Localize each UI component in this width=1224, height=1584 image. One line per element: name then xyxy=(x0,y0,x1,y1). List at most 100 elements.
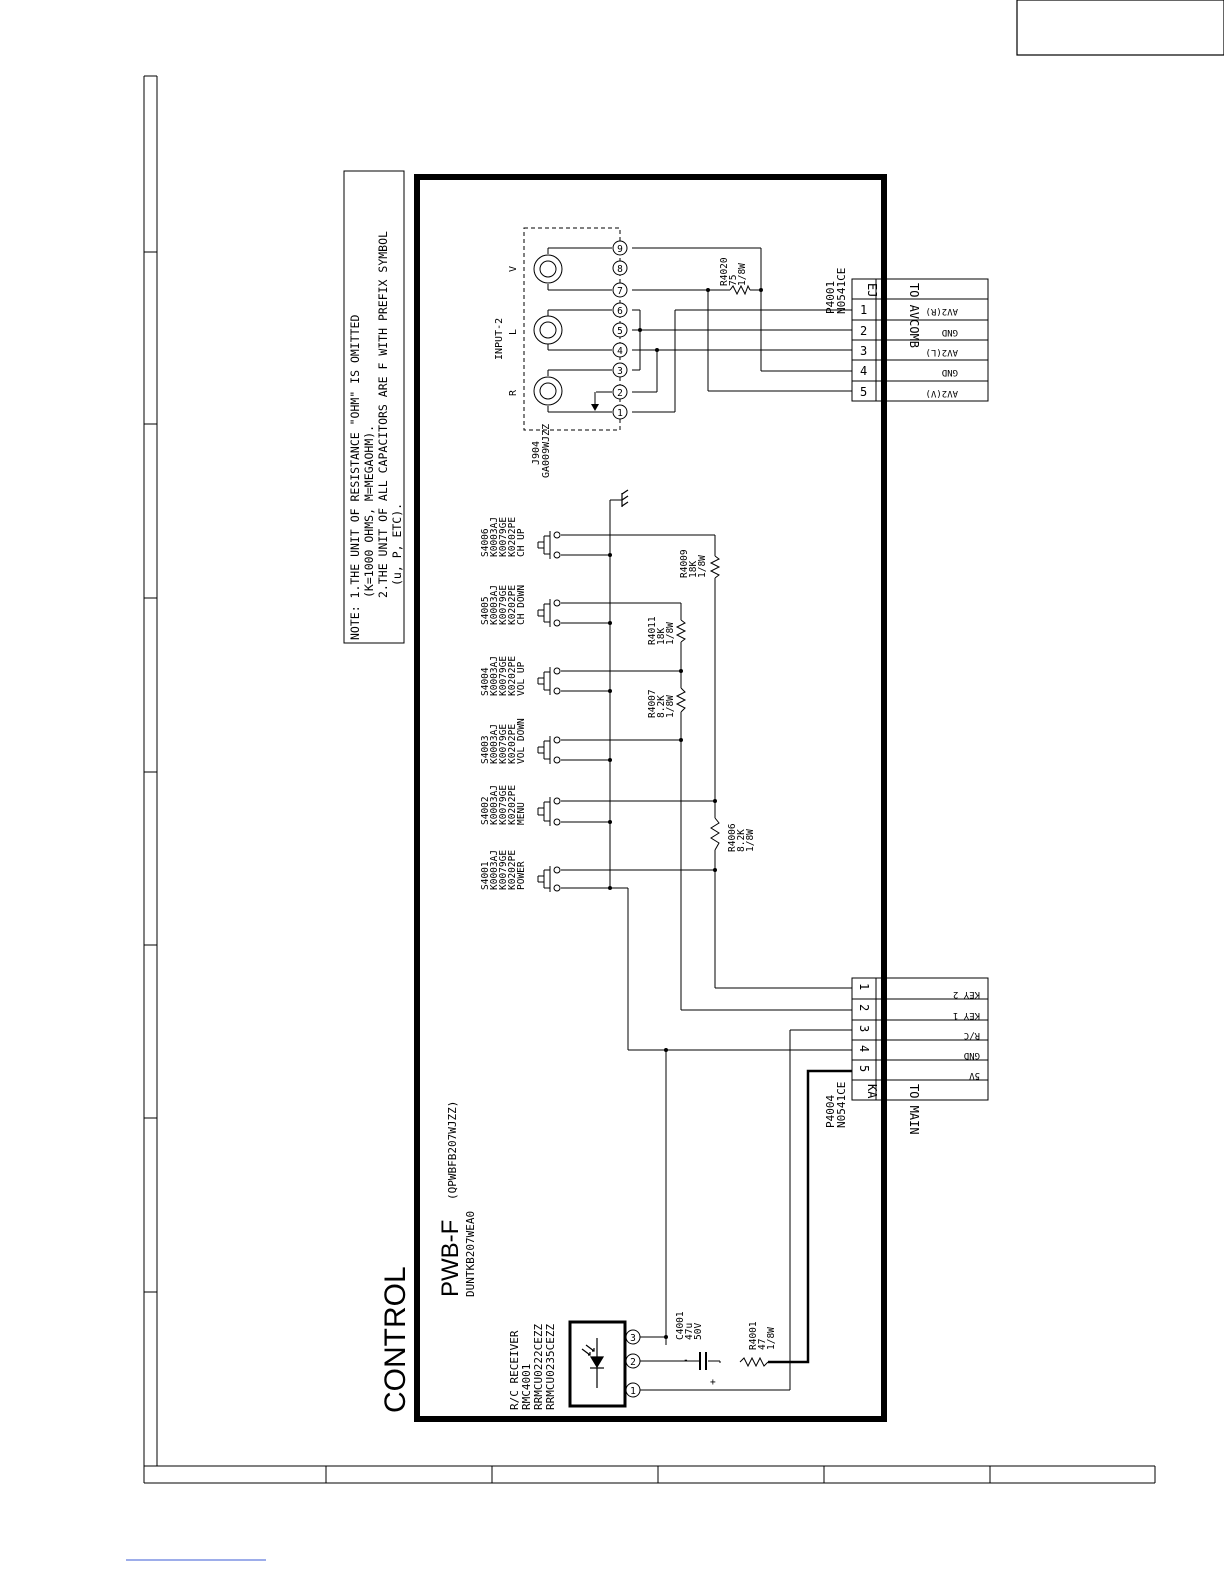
svg-text:GND: GND xyxy=(942,367,958,377)
svg-text:5: 5 xyxy=(617,326,623,337)
svg-text:RRMCU0222CEZZ: RRMCU0222CEZZ xyxy=(532,1324,545,1410)
capacitor-c4001 xyxy=(699,1352,707,1370)
rc-pin-3: 3 xyxy=(630,1333,636,1344)
svg-text:50V: 50V xyxy=(693,1323,704,1340)
svg-text:CH UP: CH UP xyxy=(516,528,527,557)
svg-text:3: 3 xyxy=(860,344,867,358)
svg-text:R4011: R4011 xyxy=(647,616,658,645)
svg-text:K0003AJ: K0003AJ xyxy=(489,724,500,764)
rc-receiver-pins xyxy=(625,1329,641,1398)
jack-rca-sockets xyxy=(533,254,563,406)
svg-text:S4006: S4006 xyxy=(480,528,491,557)
svg-text:INPUT-2: INPUT-2 xyxy=(494,318,505,360)
svg-text:-: - xyxy=(683,1355,689,1366)
wiring xyxy=(547,247,852,1391)
svg-text:K0003AJ: K0003AJ xyxy=(489,517,500,557)
svg-text:AV2(R): AV2(R) xyxy=(925,306,958,316)
svg-text:5V: 5V xyxy=(969,1070,980,1080)
svg-text:KA: KA xyxy=(865,1084,879,1099)
trace-5v xyxy=(768,1069,852,1364)
junctions xyxy=(608,288,763,1339)
svg-text:8.2K: 8.2K xyxy=(736,829,747,852)
board-unit: DUNTKB207WEA0 xyxy=(464,1211,477,1297)
resistor-r4001 xyxy=(739,1356,769,1368)
svg-text:75: 75 xyxy=(728,275,739,286)
jack-labels: INPUT-2 R L V J904 GA009WJZZ xyxy=(494,266,552,478)
svg-text:K0079GE: K0079GE xyxy=(498,517,509,557)
svg-text:P4004: P4004 xyxy=(824,1095,837,1128)
svg-text:KEY 2: KEY 2 xyxy=(953,989,980,999)
svg-text:K0003AJ: K0003AJ xyxy=(489,850,500,890)
svg-text:KEY 1: KEY 1 xyxy=(953,1010,980,1020)
svg-text:8: 8 xyxy=(617,264,623,275)
svg-text:4: 4 xyxy=(860,364,867,378)
svg-text:TO MAIN: TO MAIN xyxy=(907,1084,921,1135)
board-part: (QPWBFB207WJZZ) xyxy=(446,1101,459,1200)
svg-text:5: 5 xyxy=(860,385,867,399)
svg-text:R: R xyxy=(508,389,519,396)
svg-text:6: 6 xyxy=(617,306,623,317)
svg-text:K0003AJ: K0003AJ xyxy=(489,785,500,825)
svg-text:1: 1 xyxy=(617,408,623,419)
svg-text:VOL UP: VOL UP xyxy=(516,661,527,696)
svg-text:GA009WJZZ: GA009WJZZ xyxy=(541,424,552,478)
svg-text:R4020: R4020 xyxy=(719,257,730,286)
svg-text:47u: 47u xyxy=(684,1323,695,1340)
svg-text:4: 4 xyxy=(857,1045,871,1052)
svg-text:GND: GND xyxy=(964,1050,980,1060)
resistor-r4011 xyxy=(675,619,687,643)
note-line-2: (K=1000 OHMS, M=MEGAOHM). xyxy=(362,425,376,598)
svg-text:1: 1 xyxy=(857,983,871,990)
switch-s4001 xyxy=(537,866,561,892)
svg-text:K0202PE: K0202PE xyxy=(507,785,518,825)
svg-text:RRMCU0235CEZZ: RRMCU0235CEZZ xyxy=(544,1324,557,1410)
svg-text:P4001: P4001 xyxy=(824,281,837,314)
svg-text:K0079GE: K0079GE xyxy=(498,585,509,625)
svg-text:K0079GE: K0079GE xyxy=(498,850,509,890)
svg-text:R4001: R4001 xyxy=(748,1321,759,1350)
svg-text:CH DOWN: CH DOWN xyxy=(516,585,527,625)
svg-text:S4005: S4005 xyxy=(480,596,491,625)
rc-receiver-body xyxy=(568,1320,627,1408)
svg-text:8.2K: 8.2K xyxy=(656,695,667,718)
svg-text:K0202PE: K0202PE xyxy=(507,517,518,557)
svg-text:TO AVCOMB: TO AVCOMB xyxy=(907,283,921,348)
svg-text:1/8W: 1/8W xyxy=(745,829,756,852)
svg-text:K0202PE: K0202PE xyxy=(507,850,518,890)
svg-text:1/8W: 1/8W xyxy=(697,555,708,578)
svg-text:MENU: MENU xyxy=(516,802,527,825)
svg-text:K0202PE: K0202PE xyxy=(507,585,518,625)
svg-text:1/8W: 1/8W xyxy=(665,695,676,718)
switch-s4002 xyxy=(537,797,561,826)
switch-s4003 xyxy=(537,736,561,764)
resistor-r4007 xyxy=(675,687,687,713)
svg-text:R/C: R/C xyxy=(964,1030,980,1040)
svg-text:K0202PE: K0202PE xyxy=(507,724,518,764)
svg-text:V: V xyxy=(508,266,519,272)
svg-text:1/8W: 1/8W xyxy=(737,263,748,286)
svg-text:1/8W: 1/8W xyxy=(766,1327,777,1350)
svg-text:K0079GE: K0079GE xyxy=(498,656,509,696)
svg-text:N0541CE: N0541CE xyxy=(835,1082,848,1128)
svg-text:N0541CE: N0541CE xyxy=(835,268,848,314)
board-outline xyxy=(414,174,887,1422)
svg-text:2: 2 xyxy=(860,324,867,338)
connector-p4004-text: P4004 N0541CE KA TO MAIN 1 2 3 4 5 KEY 2… xyxy=(824,983,980,1135)
svg-text:GND: GND xyxy=(942,327,958,337)
svg-text:S4004: S4004 xyxy=(480,667,491,696)
svg-text:J904: J904 xyxy=(531,441,542,465)
svg-text:1: 1 xyxy=(860,303,867,317)
svg-text:S4003: S4003 xyxy=(480,735,491,764)
svg-text:1/8W: 1/8W xyxy=(665,622,676,645)
svg-text:K0079GE: K0079GE xyxy=(498,785,509,825)
svg-text:3: 3 xyxy=(617,366,623,377)
note-line-1: NOTE: 1.THE UNIT OF RESISTANCE "OHM" IS … xyxy=(348,315,362,640)
svg-text:R/C RECEIVER: R/C RECEIVER xyxy=(508,1330,521,1410)
